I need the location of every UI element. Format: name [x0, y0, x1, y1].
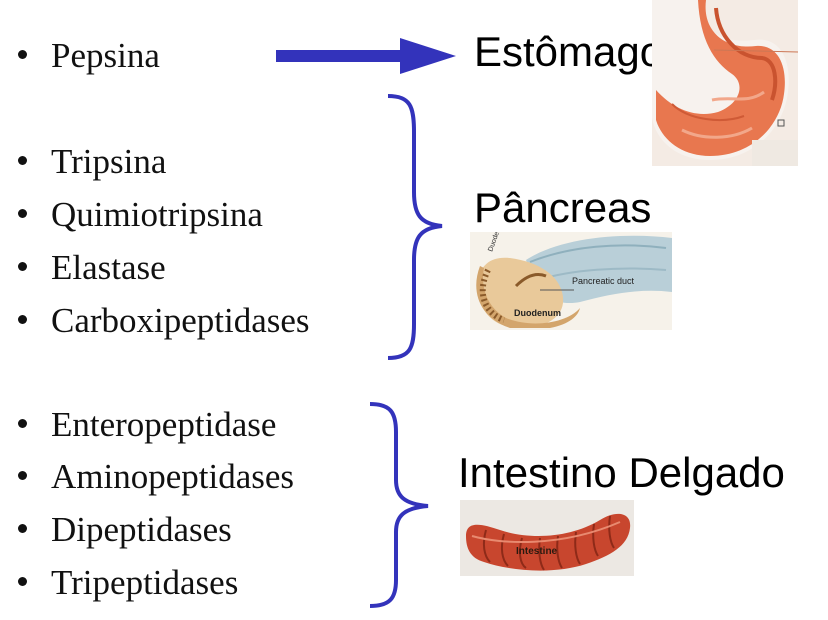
organ-heading-stomach: Estômago — [474, 28, 664, 75]
pancreas-illustration: Pancreatic duct Duodenum Duodenum — [470, 232, 672, 330]
brace-icon — [387, 94, 443, 360]
enzyme-label: Aminopeptidases — [51, 457, 295, 496]
enzyme-item-quimiotripsina: Quimiotripsina — [18, 197, 263, 232]
enzyme-label: Carboxipeptidases — [51, 301, 310, 340]
enzyme-label: Quimiotripsina — [51, 195, 263, 234]
pancreas-label-duodenum: Duodenum — [514, 308, 561, 318]
bullet-dot — [18, 524, 27, 534]
bullet-dot — [18, 315, 27, 325]
enzyme-item-enteropeptidase: Enteropeptidase — [18, 407, 276, 442]
arrow-right-icon — [276, 38, 456, 74]
bullet-dot — [18, 471, 27, 481]
bullet-dot — [18, 419, 27, 429]
pancreas-label-duct: Pancreatic duct — [572, 276, 635, 286]
bullet-dot — [18, 209, 27, 219]
enzyme-item-aminopeptidases: Aminopeptidases — [18, 459, 294, 494]
intestine-label: Intestine — [516, 546, 558, 557]
organ-heading-pancreas: Pâncreas — [474, 184, 652, 231]
bullet-dot — [18, 50, 27, 60]
enzyme-label: Tripsina — [51, 142, 167, 181]
enzyme-item-pepsina: Pepsina — [18, 38, 160, 73]
enzyme-item-tripsina: Tripsina — [18, 144, 166, 179]
enzyme-label: Tripeptidases — [51, 563, 239, 602]
enzyme-item-elastase: Elastase — [18, 250, 166, 285]
stomach-illustration — [652, 0, 798, 166]
enzyme-label: Pepsina — [51, 36, 160, 75]
organ-heading-small-intestine: Intestino Delgado — [458, 449, 785, 496]
bullet-dot — [18, 577, 27, 587]
enzyme-label: Enteropeptidase — [51, 405, 277, 444]
enzyme-label: Elastase — [51, 248, 166, 287]
bullet-dot — [18, 156, 27, 166]
enzyme-item-tripeptidases: Tripeptidases — [18, 565, 238, 600]
brace-icon — [369, 402, 429, 608]
enzyme-item-dipeptidases: Dipeptidases — [18, 512, 232, 547]
intestine-illustration: Intestine — [460, 500, 634, 576]
enzyme-item-carboxipeptidases: Carboxipeptidases — [18, 303, 310, 338]
bullet-dot — [18, 262, 27, 272]
enzyme-label: Dipeptidases — [51, 510, 232, 549]
